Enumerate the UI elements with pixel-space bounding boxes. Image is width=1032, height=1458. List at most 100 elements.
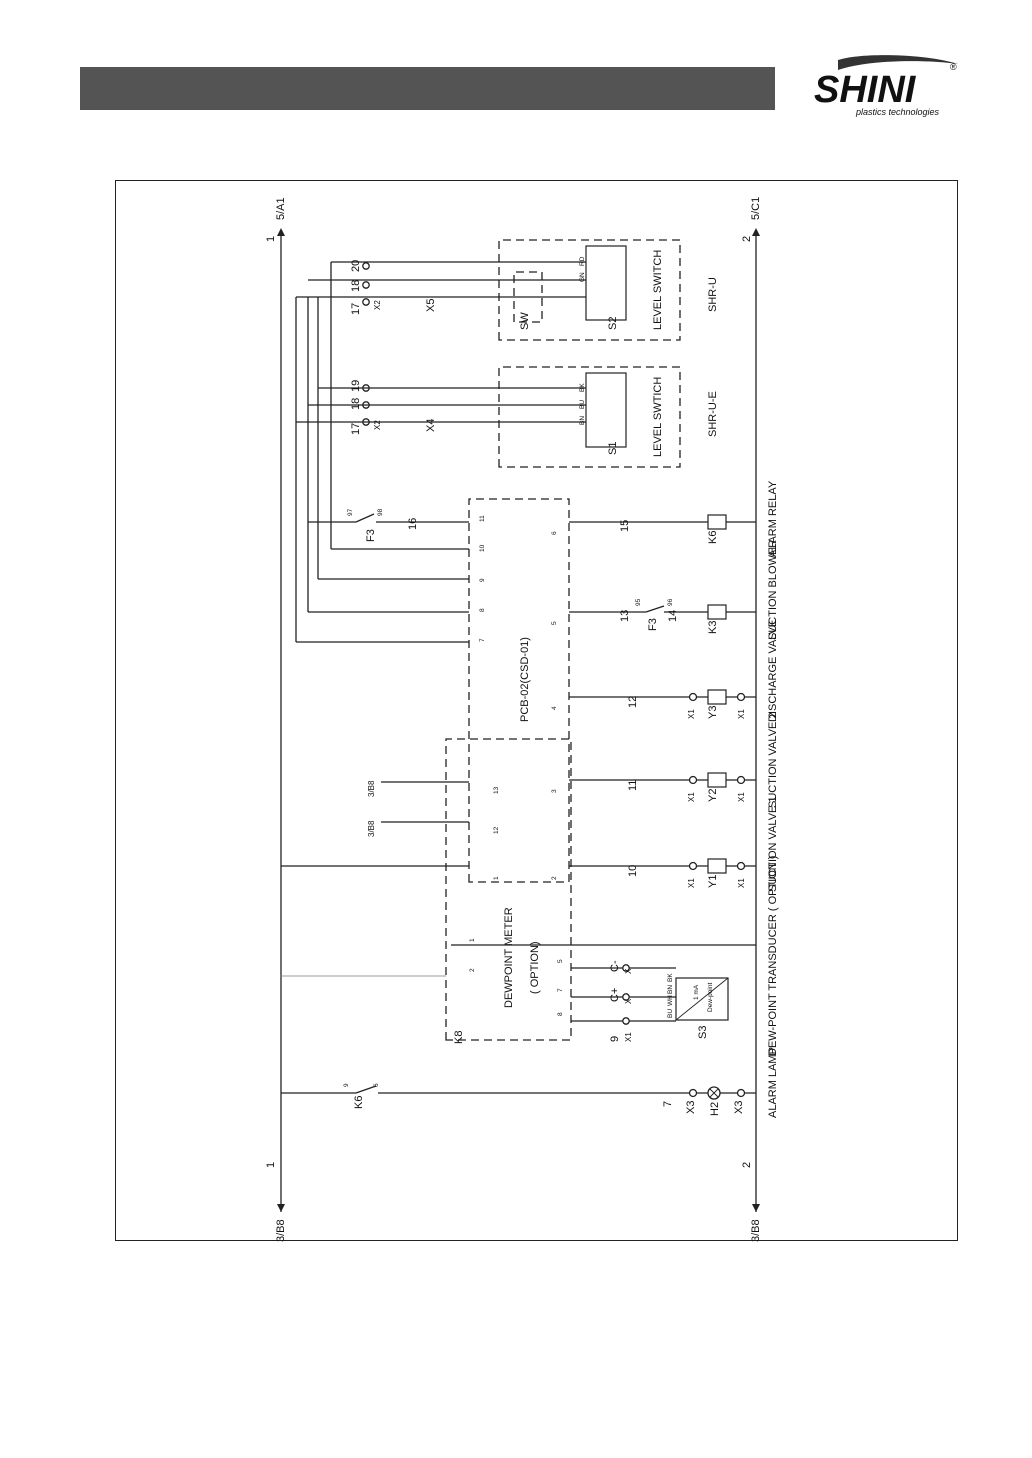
k6-label: K6 — [707, 531, 719, 544]
shr-u-e-term-19: 19 — [350, 380, 362, 392]
ref-3b8-b: 3/B8 — [367, 780, 376, 797]
y1-label: Y1 — [707, 875, 719, 888]
ref-left-bottom: 3/B8 — [275, 1219, 287, 1242]
line-no-left-top: 1 — [265, 236, 277, 242]
f3-pin-95: 95 — [635, 598, 642, 606]
header-bar — [80, 67, 775, 110]
x3-terminal-1 — [688, 1088, 698, 1098]
y3-x1-a: X1 — [687, 709, 696, 719]
x3-label-2: X3 — [733, 1101, 745, 1114]
pcb-pin-6: 6 — [551, 531, 558, 535]
shr-u-wire-gn: GN — [579, 272, 586, 282]
ref-right-top: 5/C1 — [750, 197, 762, 220]
valve-coil-y1 — [707, 858, 727, 874]
shr-u-term-17: 17 — [350, 303, 362, 315]
f3-label-mid: F3 — [647, 618, 659, 631]
shr-u-e-wire-bn: BN — [579, 416, 586, 425]
suction-valve-1-label: SUCTION VALVE 1 — [767, 796, 779, 892]
rail-right-bottom-arrow-icon — [752, 1204, 760, 1212]
contactor-k3 — [707, 604, 727, 620]
y1-x1-a: X1 — [687, 878, 696, 888]
wire-no-11: 11 — [627, 780, 639, 791]
x-label-5: X — [624, 968, 633, 974]
level-switch-shr-u-e-box — [498, 366, 681, 468]
meter-pin-8: 8 — [557, 1012, 564, 1016]
line-no-right-bottom: 2 — [741, 1162, 753, 1168]
rail-left-arrow-icon — [277, 228, 285, 236]
discharge-valve-label: DISCHARGE VALVE — [767, 620, 779, 722]
schematic-frame: 5/A1 5/C1 1 2 3/B8 3/B8 1 2 K6 9 6 X3 X3… — [115, 180, 958, 1242]
f3-pin-97: 97 — [347, 508, 354, 516]
ref-left-top: 5/A1 — [275, 197, 287, 220]
shr-u-e-wire-bk: BK — [579, 383, 586, 392]
pcb-pin-9: 9 — [479, 578, 486, 582]
sensor-s2 — [585, 245, 627, 321]
h2-label: H2 — [709, 1102, 721, 1116]
pcb-pin-10: 10 — [479, 544, 486, 552]
pcb-box — [468, 498, 570, 883]
pcb-pin-13: 13 — [493, 786, 500, 794]
valve-coil-y2 — [707, 772, 727, 788]
k6-contact — [355, 1085, 377, 1094]
wire-no-7: 7 — [662, 1101, 674, 1107]
transducer-line1: Dew-point — [707, 983, 714, 1012]
line-no-left-bottom: 1 — [265, 1162, 277, 1168]
transducer-line2: 1 mA — [693, 984, 700, 1000]
ref-3b8-a: 3/B8 — [367, 820, 376, 837]
line-no-right-top: 2 — [741, 236, 753, 242]
wire-bn: BN — [667, 985, 674, 994]
y3-label: Y3 — [707, 706, 719, 719]
x5-label: X5 — [425, 299, 437, 312]
x2-label-e: X2 — [373, 420, 382, 430]
wire-no-14: 14 — [667, 610, 679, 622]
k6-pin-6: 6 — [373, 1083, 380, 1087]
y1-x1-b: X1 — [737, 878, 746, 888]
k6-contact-label: K6 — [353, 1096, 365, 1109]
wire-wh: WH — [667, 995, 674, 1006]
meter-pin-1: 1 — [469, 938, 476, 942]
c-minus-label: C- — [609, 960, 621, 972]
x1-dew-label: X1 — [624, 1032, 633, 1042]
shr-u-e-model: SHR-U-E — [707, 391, 719, 437]
dewpoint-meter-box — [445, 738, 572, 1041]
brand-tagline: plastics technologies — [855, 107, 940, 117]
shr-u-model: SHR-U — [707, 277, 719, 312]
brand-logo: SHINI plastics technologies ® — [814, 55, 958, 117]
f3-label-top: F3 — [365, 529, 377, 542]
shr-u-title: LEVEL SWITCH — [652, 250, 664, 330]
k8-label: K8 — [453, 1031, 465, 1044]
dewpoint-meter-option: ( OPTION) — [529, 941, 541, 994]
rail-left-bottom-arrow-icon — [277, 1204, 285, 1212]
x-terminal-5 — [622, 964, 630, 972]
x3-terminal-2 — [736, 1088, 746, 1098]
wire-no-9: 9 — [609, 1036, 621, 1042]
wire-bk: BK — [667, 973, 674, 982]
shr-u-term-20: 20 — [350, 260, 362, 272]
ref-right-bottom: 3/B8 — [750, 1219, 762, 1242]
shr-u-e-term-18: 18 — [350, 398, 362, 410]
wire-no-15: 15 — [619, 520, 631, 532]
x-terminal-7 — [622, 993, 630, 1001]
logo-swoosh-icon — [838, 55, 958, 70]
pcb-pin-12: 12 — [493, 826, 500, 834]
wire-no-13: 13 — [619, 610, 631, 622]
y2-x1-b: X1 — [737, 792, 746, 802]
k3-label: K3 — [707, 621, 719, 634]
wire-no-16: 16 — [407, 518, 419, 530]
electrical-schematic: 5/A1 5/C1 1 2 3/B8 3/B8 1 2 K6 9 6 X3 X3… — [265, 197, 779, 1242]
pcb-pin-11: 11 — [479, 515, 486, 522]
s3-label: S3 — [697, 1026, 709, 1039]
pcb-pin-3: 3 — [551, 789, 558, 793]
f3-pin-96: 96 — [667, 598, 674, 606]
k6-pin-9: 9 — [343, 1083, 350, 1087]
alarm-lamp-label: ALARM LAMP — [767, 1047, 779, 1118]
shr-u-e-title: LEVEL SWTICH — [652, 377, 664, 457]
x3-label-1: X3 — [685, 1101, 697, 1114]
s1-label: S1 — [607, 442, 619, 455]
f3-pin-98: 98 — [377, 508, 384, 516]
alarm-relay-label: ALARM RELAY — [767, 480, 779, 557]
sensor-s1 — [585, 372, 627, 448]
y2-x1-a: X1 — [687, 792, 696, 802]
suction-blower-label: SUCTION BLOWER — [767, 540, 779, 640]
shr-u-e-term-17: 17 — [350, 423, 362, 435]
